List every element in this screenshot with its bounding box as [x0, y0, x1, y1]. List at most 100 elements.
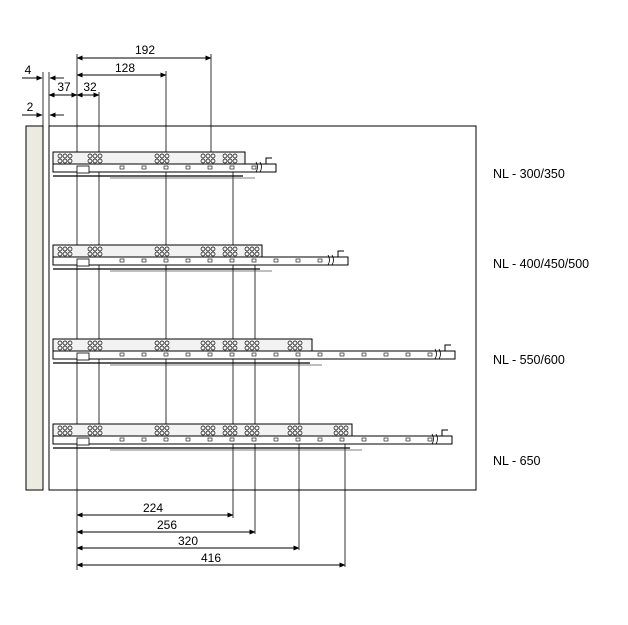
- slide-hole: [154, 425, 160, 431]
- slide-hole: [159, 345, 165, 351]
- slide-hole: [222, 153, 228, 159]
- slide-hole: [210, 251, 216, 257]
- dim-32: 32: [83, 80, 97, 94]
- slide-slot: [251, 437, 257, 442]
- slide-hole: [227, 340, 233, 346]
- slide-hole: [210, 345, 216, 351]
- slide-hole: [97, 158, 103, 164]
- slide-slot: [427, 437, 433, 442]
- slide-hole: [87, 340, 93, 346]
- slide-hole: [222, 430, 228, 436]
- slide-slot: [207, 258, 213, 263]
- slide-hole: [92, 246, 98, 252]
- slide-hole: [200, 340, 206, 346]
- slide-hole: [159, 246, 165, 252]
- slide-hole: [87, 246, 93, 252]
- dim-416: 416: [201, 551, 221, 565]
- slide-hole: [227, 251, 233, 257]
- dim-2: 2: [27, 100, 34, 114]
- slide-hole: [227, 158, 233, 164]
- slide-slot: [273, 352, 279, 357]
- slide-hole: [249, 340, 255, 346]
- row-label-nl-300-350: NL - 300/350: [493, 167, 565, 181]
- slide-hole: [57, 430, 63, 436]
- slide-hole: [254, 340, 260, 346]
- slide-slot: [185, 352, 191, 357]
- slide-slot: [163, 165, 169, 170]
- slide-hole: [57, 246, 63, 252]
- slide-slot: [317, 352, 323, 357]
- slide-hole: [249, 246, 255, 252]
- slide-hole: [57, 158, 63, 164]
- slide-hole: [97, 340, 103, 346]
- slide-hole: [232, 345, 238, 351]
- slide-slot: [119, 352, 125, 357]
- slide-hole: [222, 425, 228, 431]
- slide-hole: [97, 153, 103, 159]
- slide-hole: [92, 340, 98, 346]
- slide-hole: [205, 430, 211, 436]
- slide-hole: [164, 251, 170, 257]
- slide-hole: [244, 345, 250, 351]
- slide-hole: [154, 430, 160, 436]
- slide-hole: [62, 251, 68, 257]
- slide-hole: [164, 158, 170, 164]
- slide-hole: [154, 345, 160, 351]
- dim-192: 192: [135, 43, 155, 57]
- slide-slot: [339, 352, 345, 357]
- slide-hole: [200, 430, 206, 436]
- slide-hole: [67, 153, 73, 159]
- slide-hole: [227, 430, 233, 436]
- bottom-dimension-lines: [76, 512, 346, 568]
- slide-locking-device: [76, 258, 90, 267]
- slide-hole: [57, 251, 63, 257]
- slide-hole: [292, 340, 298, 346]
- slide-slot: [207, 352, 213, 357]
- slide-hole: [159, 158, 165, 164]
- row-label-nl-400-450-500: NL - 400/450/500: [493, 257, 590, 271]
- slide-locking-device: [76, 165, 90, 174]
- slide-hole: [210, 340, 216, 346]
- slide-hole: [227, 345, 233, 351]
- slide-hole: [159, 340, 165, 346]
- slide-slot: [427, 352, 433, 357]
- slide-hole: [97, 425, 103, 431]
- slide-hole: [87, 158, 93, 164]
- slide-hole: [254, 430, 260, 436]
- slide-slot: [141, 437, 147, 442]
- slide-hole: [67, 345, 73, 351]
- slide-hole: [87, 425, 93, 431]
- extension-lines: [42, 54, 346, 570]
- slide-hole: [222, 340, 228, 346]
- slide-slot: [185, 258, 191, 263]
- slide-hole: [159, 430, 165, 436]
- slide-hole: [333, 425, 339, 431]
- cabinet-side-panel: [25, 125, 44, 491]
- slide-front-bracket: [444, 344, 451, 351]
- slide-hole: [97, 430, 103, 436]
- slide-hole: [62, 246, 68, 252]
- drawer-slide-4: [52, 423, 453, 451]
- slide-slot: [141, 352, 147, 357]
- slide-hole: [287, 340, 293, 346]
- slide-slot: [119, 437, 125, 442]
- slide-hole: [159, 425, 165, 431]
- slide-hole: [67, 430, 73, 436]
- slide-slot: [339, 437, 345, 442]
- slide-slot: [229, 352, 235, 357]
- slide-hole: [297, 430, 303, 436]
- slide-locking-device: [76, 437, 90, 446]
- slide-hole: [232, 153, 238, 159]
- slide-slot: [229, 258, 235, 263]
- slide-locking-device: [76, 352, 90, 361]
- slide-hole: [244, 246, 250, 252]
- slide-hole: [249, 430, 255, 436]
- slide-slot: [251, 165, 257, 170]
- slide-hole: [254, 246, 260, 252]
- slide-hole: [338, 430, 344, 436]
- slide-front-bracket: [441, 429, 448, 436]
- slide-hole: [232, 251, 238, 257]
- slide-hole: [232, 430, 238, 436]
- slide-hole: [87, 251, 93, 257]
